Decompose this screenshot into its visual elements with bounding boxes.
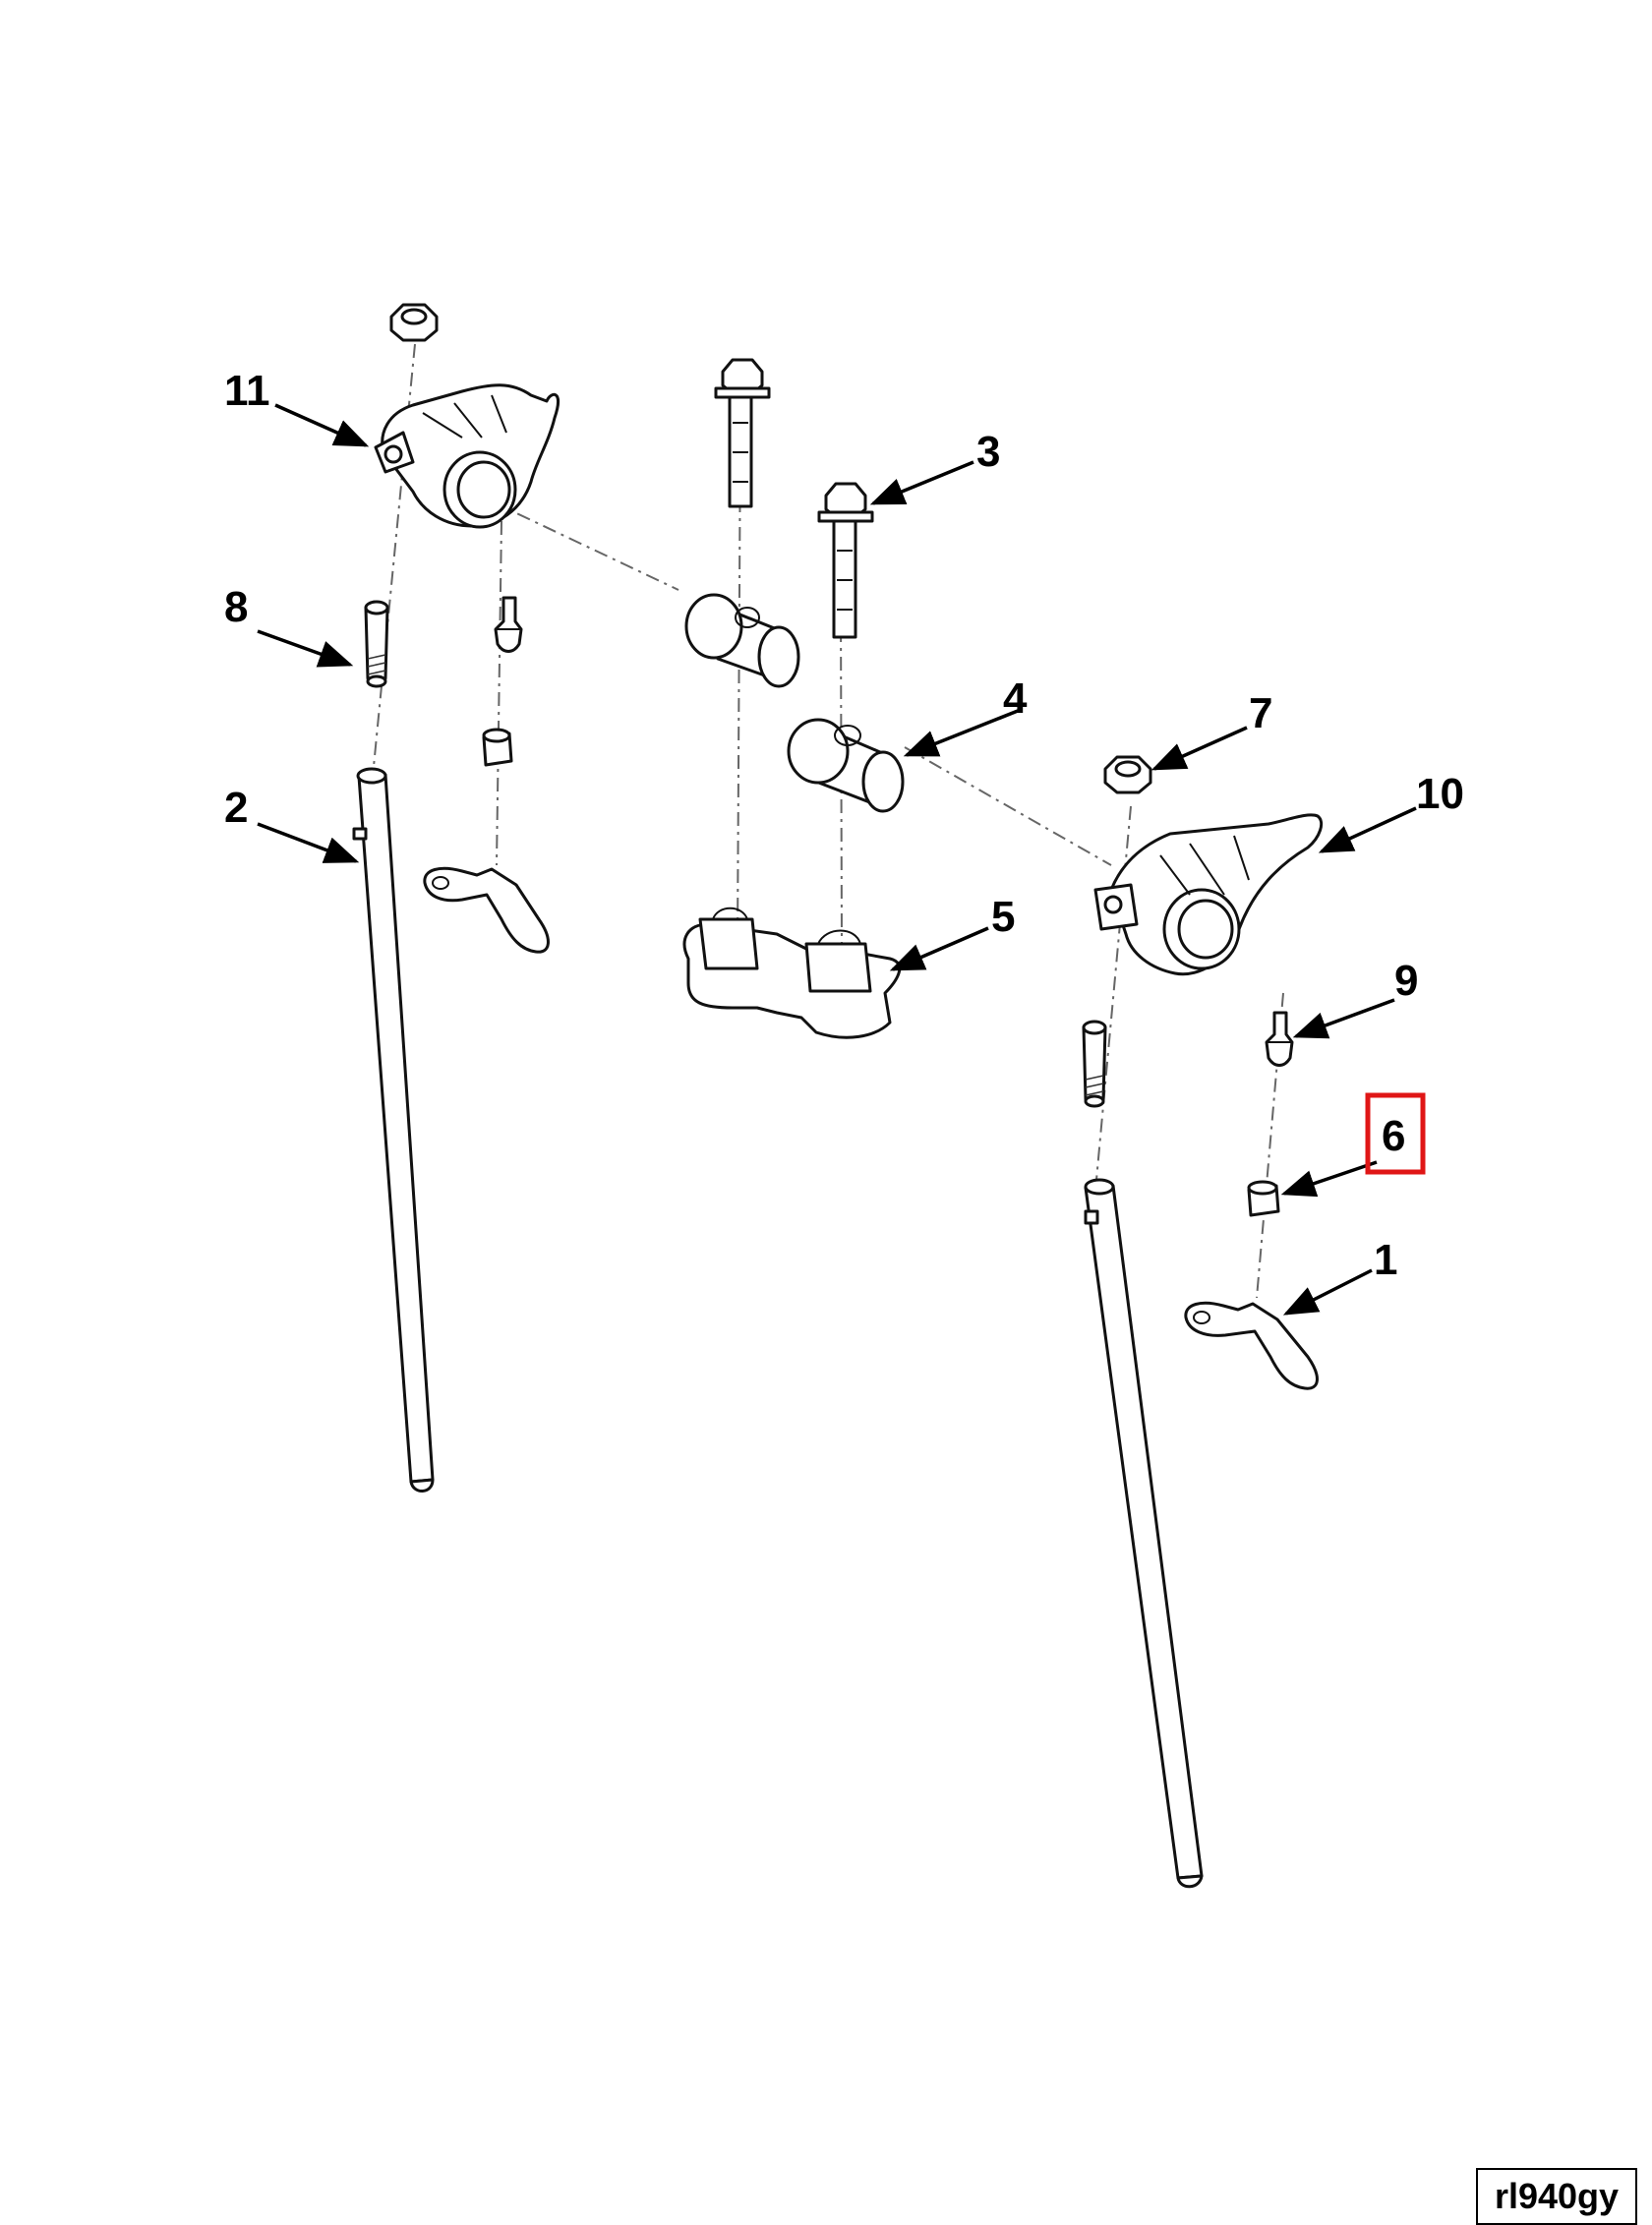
follower-left — [423, 866, 550, 954]
adjuster-tube-left — [364, 600, 389, 688]
follower-right — [1184, 1301, 1319, 1390]
callout-labels: 1 2 3 4 5 6 7 8 9 10 11 — [224, 367, 1464, 1284]
callout-8: 8 — [224, 583, 248, 631]
callout-7: 7 — [1249, 689, 1272, 737]
rocker-arm-right — [1093, 813, 1324, 976]
bolt-front — [817, 482, 874, 639]
rocker-arm-left — [374, 383, 560, 529]
callout-9: 9 — [1394, 957, 1418, 1005]
nut-left — [389, 303, 439, 342]
callout-leaders — [257, 403, 1417, 1316]
nut-right — [1103, 755, 1152, 794]
figure-id-text: rl940gy — [1494, 2176, 1620, 2216]
figure-id-label: rl940gy — [1476, 2168, 1637, 2225]
socket-cup-right — [1247, 1180, 1280, 1217]
adjuster-tube-right — [1082, 1020, 1107, 1108]
callout-6-highlight — [1365, 1092, 1426, 1175]
push-rod-right — [1084, 1178, 1204, 1889]
bolt-rear — [714, 358, 771, 508]
ball-stud-right — [1265, 1011, 1294, 1067]
callout-5: 5 — [991, 893, 1015, 941]
rocker-support — [682, 907, 902, 1039]
callout-6: 6 — [1382, 1112, 1405, 1160]
pivot-cylinder-rear — [684, 593, 800, 688]
push-rod-left — [352, 767, 435, 1493]
callout-10: 10 — [1416, 770, 1464, 818]
callout-3: 3 — [976, 428, 1000, 476]
ball-stud-left — [494, 596, 523, 653]
callout-4: 4 — [1003, 674, 1028, 723]
callout-2: 2 — [224, 784, 248, 832]
callout-1: 1 — [1374, 1236, 1397, 1284]
socket-cup-left — [482, 728, 513, 767]
callout-11: 11 — [224, 367, 270, 415]
pivot-cylinder-front — [787, 718, 905, 813]
